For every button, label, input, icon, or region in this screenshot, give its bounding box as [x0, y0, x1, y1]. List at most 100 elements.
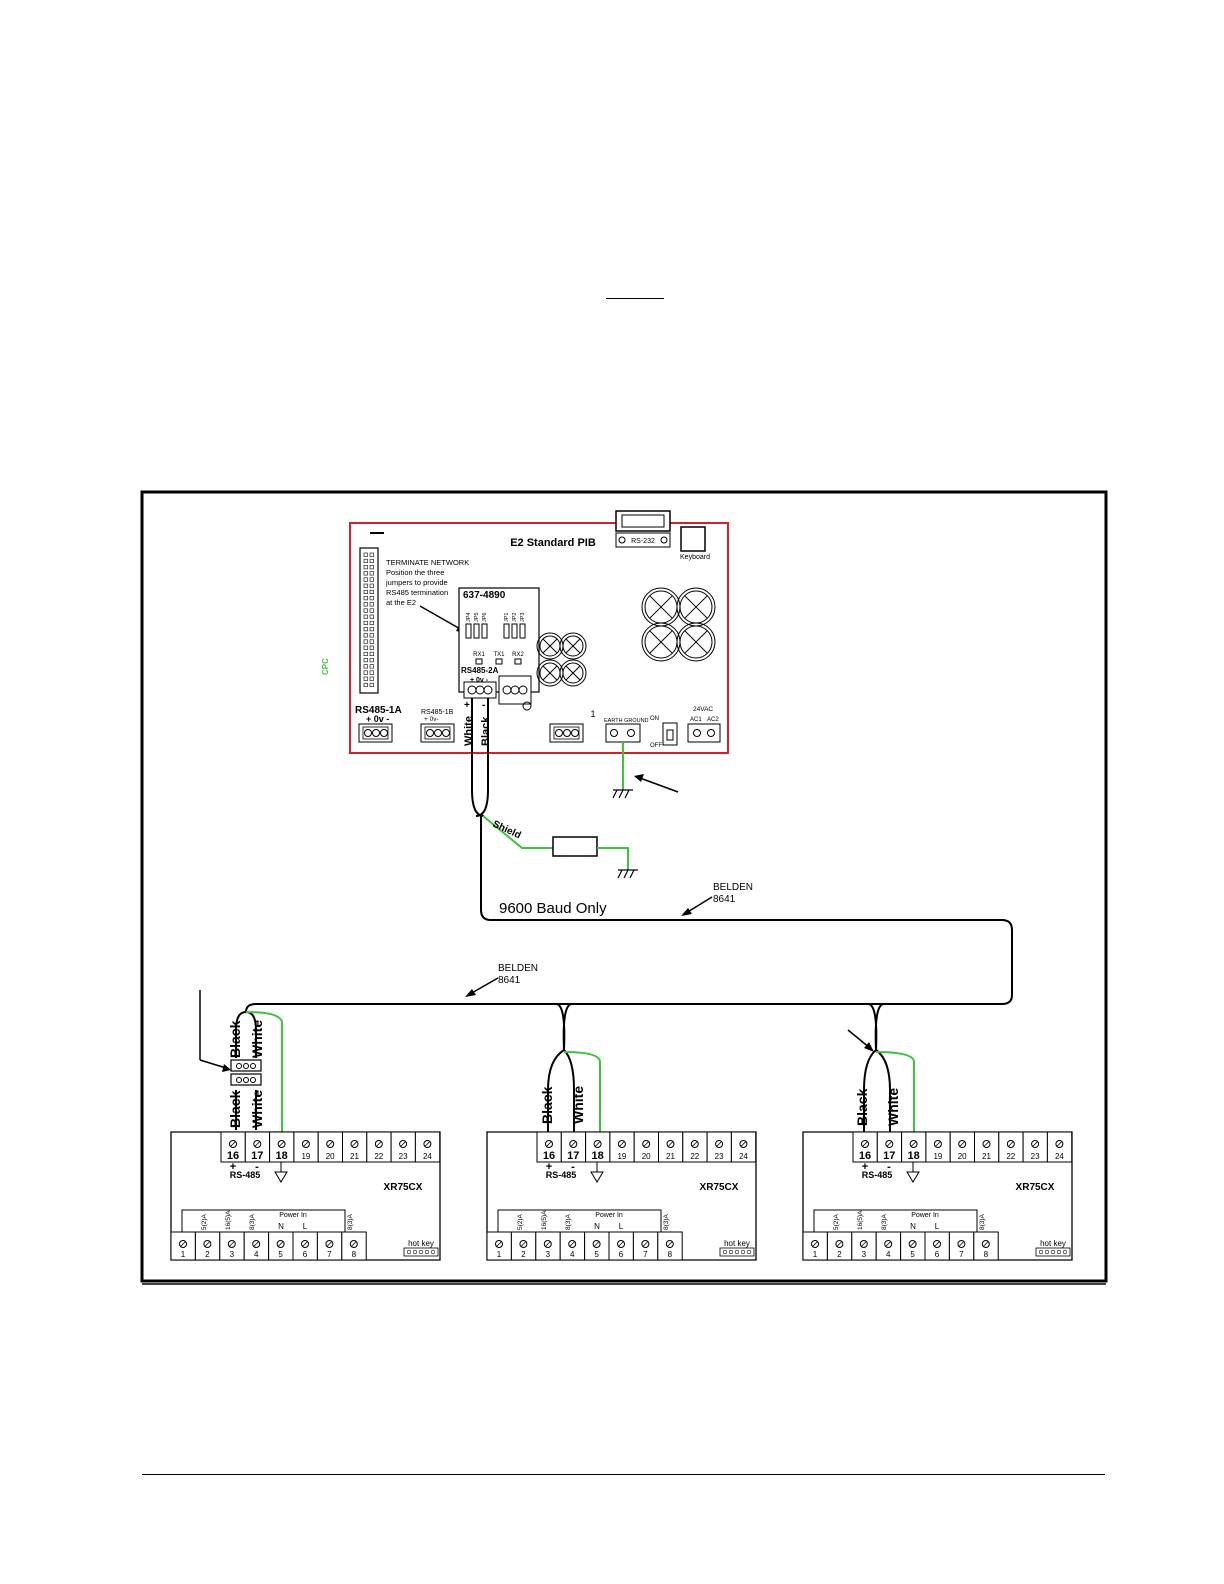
hot-key-port[interactable]: [719, 1247, 755, 1257]
top-terminal-number: 23: [1031, 1152, 1040, 1161]
terminal-screw[interactable]: [885, 1140, 894, 1148]
drop-cable-3-right: [874, 1003, 885, 1051]
terminal-screw[interactable]: [301, 1240, 309, 1248]
terminal-screw[interactable]: [252, 1240, 261, 1248]
terminal-screw[interactable]: [641, 1240, 650, 1248]
terminal-screw[interactable]: [958, 1140, 967, 1148]
terminal-screw[interactable]: [981, 1240, 990, 1248]
bottom-terminal-number: 8: [352, 1250, 357, 1259]
top-terminal-number: 23: [399, 1152, 408, 1161]
terminal-screw[interactable]: [811, 1240, 819, 1248]
jumper-label: JP6: [482, 613, 488, 622]
terminal-screw[interactable]: [908, 1240, 917, 1248]
ribbon-pin: [363, 682, 368, 688]
terminal-screw[interactable]: [399, 1140, 408, 1148]
terminal-screw[interactable]: [179, 1240, 187, 1248]
terminal-screw[interactable]: [715, 1140, 724, 1148]
bottom-terminal-number: 1: [813, 1250, 818, 1259]
bottom-terminal-number: 7: [327, 1250, 332, 1259]
terminal-screw[interactable]: [568, 1240, 577, 1248]
wiring: [245, 698, 1013, 1051]
terminal-screw[interactable]: [982, 1140, 991, 1148]
one-label: 1: [590, 709, 595, 719]
hot-key-label: hot key: [408, 1239, 434, 1248]
bottom-terminal-number: 2: [205, 1250, 210, 1259]
rs485-minus-label: -: [887, 1161, 891, 1173]
relay-bracket: [813, 1209, 978, 1232]
bottom-terminal-number: 3: [862, 1250, 867, 1259]
bottom-terminal-number: 5: [594, 1250, 599, 1259]
switch-on-label: ON: [650, 716, 659, 722]
jumper[interactable]: [481, 623, 488, 639]
ribbon-pin: [363, 552, 368, 557]
bottom-terminal-cell: [170, 1231, 196, 1261]
terminal-screw[interactable]: [545, 1140, 553, 1148]
terminal-screw[interactable]: [325, 1240, 334, 1248]
belden-upper-line-1: BELDEN: [713, 882, 753, 893]
terminal-screw[interactable]: [301, 1140, 310, 1148]
terminal-screw[interactable]: [617, 1240, 625, 1248]
hot-key-port[interactable]: [403, 1247, 439, 1257]
terminate-note-line-4: RS485 termination: [386, 588, 448, 597]
jumper[interactable]: [465, 623, 472, 639]
pib-minus-label: -: [482, 700, 485, 711]
terminal-screw[interactable]: [276, 1240, 285, 1248]
terminal-screw[interactable]: [861, 1140, 869, 1148]
hot-key-port[interactable]: [1035, 1247, 1071, 1257]
terminal-screw[interactable]: [593, 1140, 602, 1148]
ribbon-pin: [363, 571, 368, 576]
terminal-screw[interactable]: [739, 1140, 748, 1148]
bottom-terminal-cell: [559, 1231, 586, 1261]
terminal-screw[interactable]: [1055, 1140, 1064, 1148]
jumper[interactable]: [511, 623, 518, 639]
rs485-plus-label: +: [862, 1161, 868, 1173]
belden-trunk-cable: [245, 816, 1013, 1013]
terminal-screw[interactable]: [374, 1140, 383, 1148]
terminal-screw[interactable]: [592, 1240, 601, 1248]
terminal-screw[interactable]: [665, 1240, 674, 1248]
terminal-screw[interactable]: [835, 1240, 844, 1248]
terminal-screw[interactable]: [933, 1240, 941, 1248]
bottom-terminal-cell: [948, 1231, 975, 1261]
jumper[interactable]: [503, 623, 510, 639]
ribbon-pin: [363, 614, 368, 619]
bottom-terminal-cell: [194, 1231, 221, 1261]
bottom-terminal-number: 4: [570, 1250, 575, 1259]
terminal-screw[interactable]: [1006, 1140, 1015, 1148]
terminal-screw[interactable]: [957, 1240, 966, 1248]
terminal-screw[interactable]: [277, 1140, 286, 1148]
jumper[interactable]: [519, 623, 526, 639]
terminal-screw[interactable]: [909, 1140, 918, 1148]
terminal-screw[interactable]: [642, 1140, 651, 1148]
terminal-screw[interactable]: [690, 1140, 699, 1148]
terminal-screw[interactable]: [229, 1140, 237, 1148]
terminal-screw[interactable]: [666, 1140, 675, 1148]
relay-bracket: [181, 1209, 346, 1232]
ribbon-pin: [369, 577, 374, 582]
terminal-screw[interactable]: [519, 1240, 528, 1248]
terminal-screw[interactable]: [884, 1240, 893, 1248]
terminal-screw[interactable]: [495, 1240, 503, 1248]
terminal-screw[interactable]: [326, 1140, 335, 1148]
terminal-screw[interactable]: [253, 1140, 262, 1148]
jumper[interactable]: [473, 623, 480, 639]
ribbon-pin: [363, 558, 368, 564]
ribbon-pin: [369, 676, 374, 681]
terminal-screw[interactable]: [350, 1140, 359, 1148]
terminal-screw[interactable]: [227, 1240, 236, 1248]
terminal-screw[interactable]: [203, 1240, 212, 1248]
terminal-screw[interactable]: [423, 1140, 432, 1148]
terminal-screw[interactable]: [617, 1140, 626, 1148]
terminal-screw[interactable]: [349, 1240, 358, 1248]
jumper-label: JP3: [520, 613, 526, 622]
terminal-screw[interactable]: [859, 1240, 868, 1248]
relay-rating-label: 16(5)A: [541, 1210, 548, 1230]
ground-symbol: [590, 1162, 604, 1183]
terminal-screw[interactable]: [1031, 1140, 1040, 1148]
terminal-screw[interactable]: [543, 1240, 552, 1248]
bottom-terminal-cell: [510, 1231, 537, 1261]
terminal-screw[interactable]: [933, 1140, 942, 1148]
belden-lower-line-1: BELDEN: [498, 963, 538, 974]
terminal-screw[interactable]: [569, 1140, 578, 1148]
